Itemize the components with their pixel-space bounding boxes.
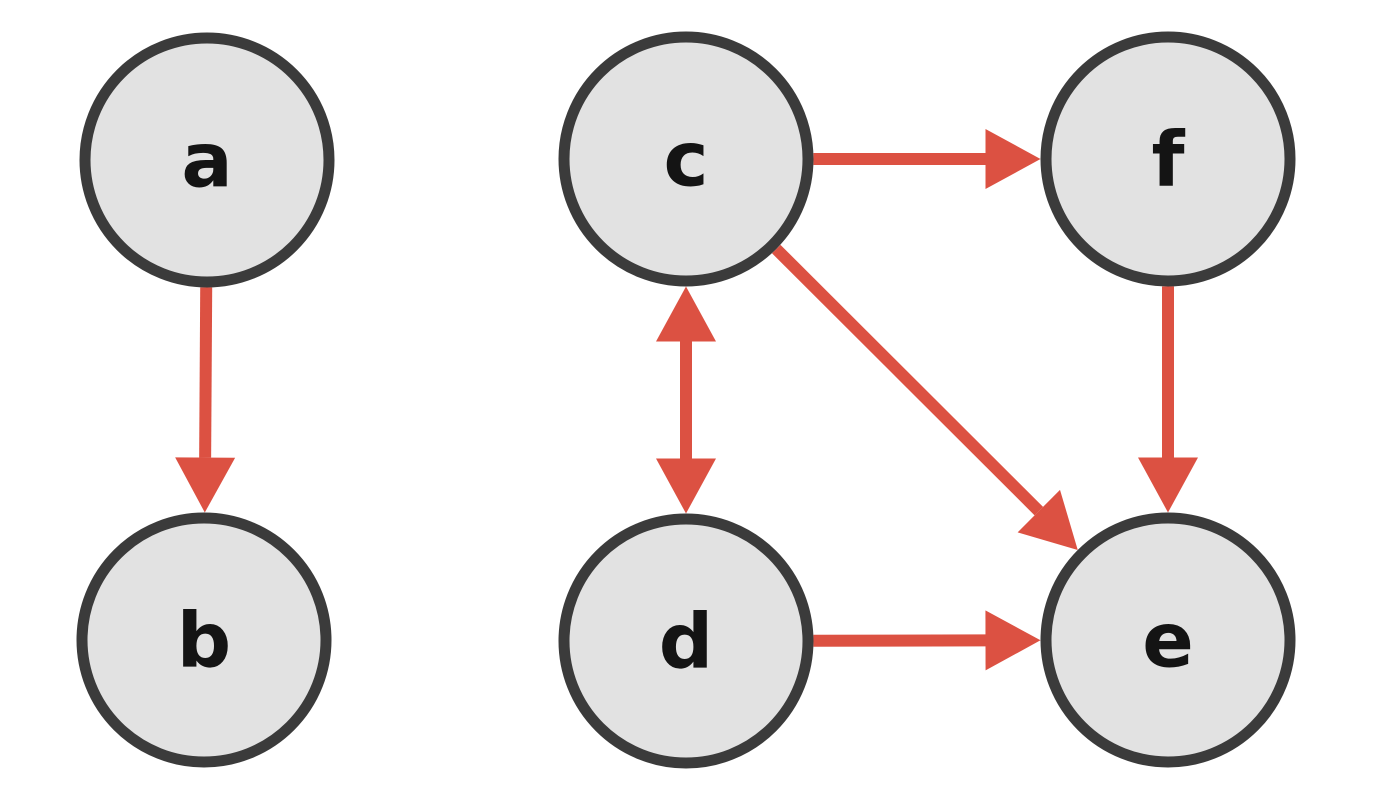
- node-circle-f: [1040, 31, 1296, 287]
- node-label-c: c: [663, 115, 708, 204]
- edge-arrowhead-a-b: [175, 457, 236, 513]
- edge-arrowhead-f-e: [1138, 457, 1198, 513]
- edge-arrowhead-d-c: [656, 286, 716, 342]
- edge-arrowhead-d-e: [985, 610, 1041, 671]
- node-label-b: b: [177, 596, 231, 685]
- node-label-a: a: [181, 116, 232, 205]
- node-label-f: f: [1151, 115, 1185, 204]
- edge-a-b: [199, 287, 213, 458]
- node-circle-b: [76, 512, 332, 768]
- edges-layer: [175, 129, 1198, 671]
- node-circle-e: [1040, 512, 1296, 768]
- node-circle-c: [558, 31, 814, 287]
- node-label-e: e: [1142, 596, 1194, 685]
- edge-arrowhead-c-d: [656, 458, 716, 514]
- edge-c-e: [772, 244, 1044, 516]
- edge-arrowhead-c-e: [1017, 489, 1078, 550]
- edge-arrowhead-c-f: [985, 129, 1041, 189]
- nodes-layer: a b c d f e: [76, 31, 1296, 769]
- node-circle-a: [79, 32, 335, 288]
- node-circle-d: [558, 513, 814, 769]
- node-label-d: d: [659, 597, 713, 686]
